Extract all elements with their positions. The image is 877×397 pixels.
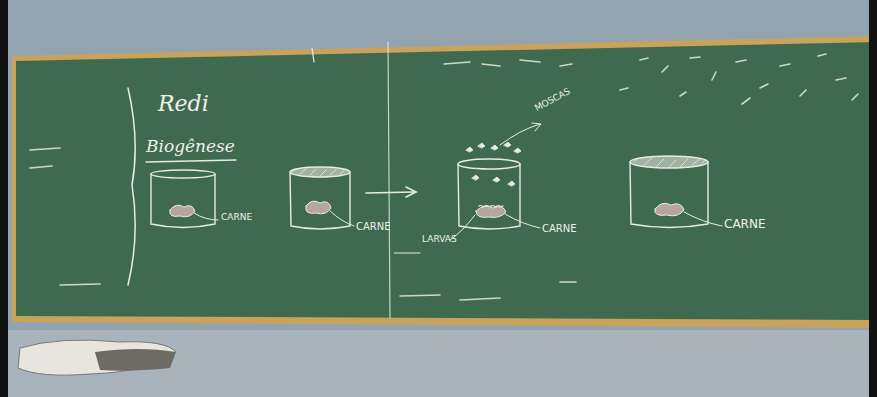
cloth <box>95 349 176 371</box>
part-label: CARNE <box>724 218 765 231</box>
divider-line <box>388 42 390 318</box>
board <box>16 42 877 320</box>
process-arrow <box>366 192 414 193</box>
meat <box>655 203 684 216</box>
gauze-hatch <box>292 169 344 176</box>
chalk-mark <box>394 253 420 254</box>
leader-line <box>500 124 540 145</box>
divider-line <box>312 48 314 62</box>
board-frame <box>12 36 877 328</box>
jar <box>290 172 350 229</box>
leader-line <box>684 212 722 226</box>
jar <box>151 170 215 178</box>
bracket <box>128 88 135 285</box>
jar <box>151 174 215 228</box>
leader-line <box>194 213 218 220</box>
photo-edge <box>869 0 877 397</box>
meat <box>170 205 195 217</box>
part-label: LARVAS <box>422 235 457 245</box>
meat <box>306 201 331 214</box>
topic-heading: Biogênese <box>146 137 235 156</box>
title: Redi <box>158 92 209 116</box>
leader-line <box>505 214 540 228</box>
chalk-scribbles <box>30 54 858 300</box>
gauze-cover <box>630 156 708 168</box>
larvae <box>479 205 503 206</box>
part-label: CARNE <box>356 221 391 232</box>
part-label: CARNE <box>221 213 252 223</box>
chalk-drawing <box>30 42 858 318</box>
arrow-head <box>406 187 416 197</box>
gauze-hatch <box>634 158 706 168</box>
photo-edge <box>0 0 8 397</box>
arrow-head <box>532 123 541 131</box>
jar <box>458 159 520 169</box>
leader-line <box>330 211 354 226</box>
lower-wall <box>0 330 877 397</box>
part-label: CARNE <box>542 223 577 234</box>
underline <box>146 160 236 162</box>
jar <box>458 164 520 229</box>
gauze-cover <box>290 167 350 177</box>
flies <box>466 142 521 186</box>
cloth <box>18 340 176 375</box>
meat <box>476 206 506 217</box>
